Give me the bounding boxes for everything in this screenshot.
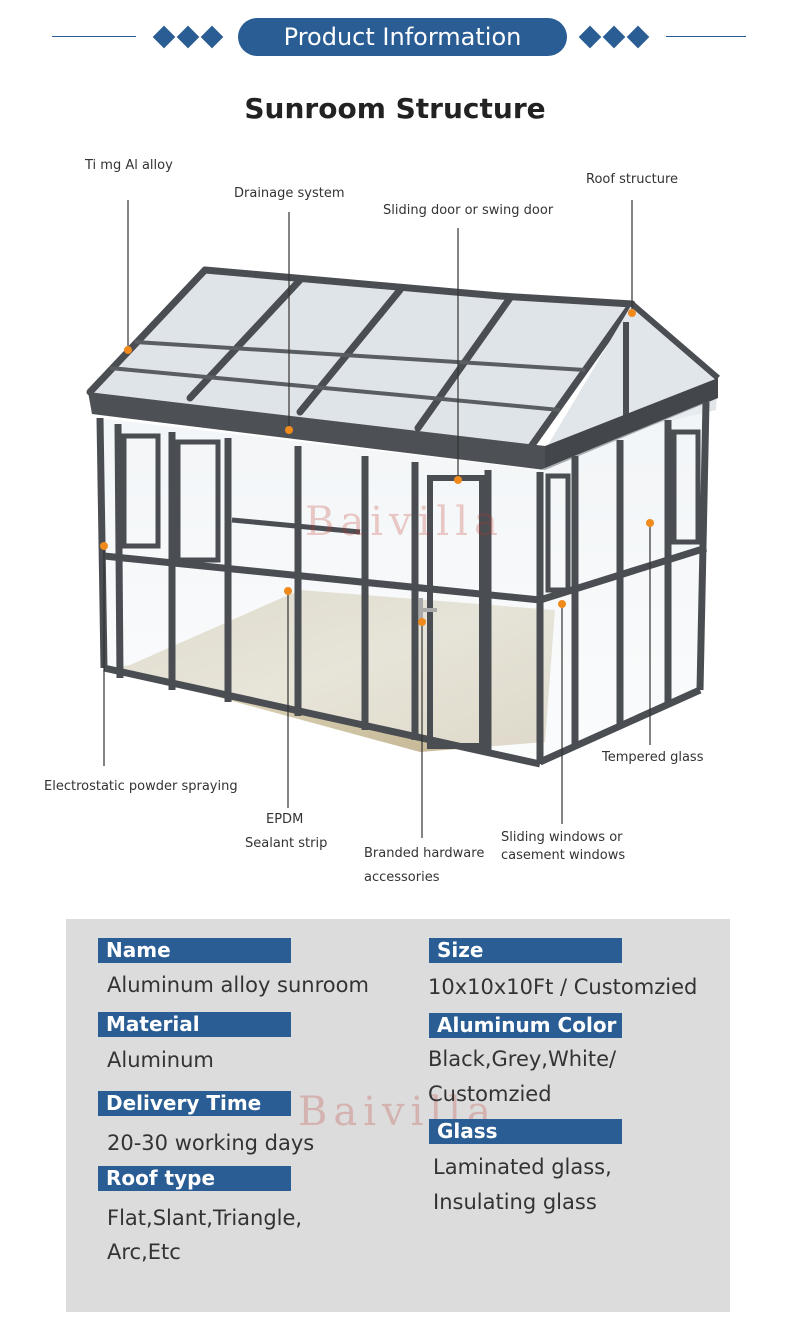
marker-alloy	[124, 346, 132, 354]
spec-size-label: Size	[429, 938, 622, 963]
spec-material-label: Material	[98, 1012, 291, 1037]
roof-cross-bars	[109, 340, 586, 412]
spec-roof-value-line2: Arc,Etc	[107, 1240, 181, 1264]
spec-roof-value-line1: Flat,Slant,Triangle,	[107, 1206, 303, 1230]
section-title: Sunroom Structure	[244, 92, 546, 125]
side-eave	[545, 378, 718, 470]
label-powder: Electrostatic powder spraying	[44, 779, 238, 794]
marker-windows	[558, 600, 566, 608]
spec-material-value: Aluminum	[107, 1048, 214, 1072]
eave-beam	[88, 392, 545, 470]
label-hardware-line1: Branded hardware	[364, 846, 485, 861]
label-windows-line1: Sliding windows or	[501, 830, 623, 845]
spec-delivery-label: Delivery Time	[98, 1091, 291, 1116]
marker-door	[454, 476, 462, 484]
spec-glass-value-line1: Laminated glass,	[433, 1155, 612, 1179]
window-sashes	[121, 433, 361, 563]
leader-lines	[103, 200, 651, 838]
spec-glass-label: Glass	[429, 1119, 622, 1144]
marker-roof	[628, 309, 636, 317]
spec-name-value: Aluminum alloy sunroom	[107, 973, 369, 997]
spec-color-value-line2: Customzied	[428, 1082, 552, 1106]
header-rule-right	[666, 36, 746, 37]
side-window-sashes	[545, 429, 701, 593]
spec-roof-label: Roof type	[98, 1166, 291, 1191]
spec-color-value-line1: Black,Grey,White/	[428, 1047, 617, 1071]
label-windows-line2: casement windows	[501, 848, 626, 863]
spec-color-label: Aluminum Color	[429, 1013, 622, 1038]
sunroom-diagram: Baivilla	[86, 200, 720, 838]
marker-powder	[100, 542, 108, 550]
label-epdm: EPDM	[266, 812, 304, 827]
marker-epdm	[284, 587, 292, 595]
diagram-watermark: Baivilla	[305, 499, 504, 545]
header-rule-left	[52, 36, 136, 37]
label-alloy: Ti mg Al alloy	[85, 158, 173, 173]
door-handle-lever	[419, 608, 437, 612]
label-drainage: Drainage system	[234, 186, 345, 201]
label-tempered: Tempered glass	[602, 750, 704, 765]
specs-panel: Baivilla Name Aluminum alloy sunroom Mat…	[66, 919, 730, 1312]
product-information-banner: Product Information	[238, 18, 567, 56]
label-roof: Roof structure	[586, 172, 679, 187]
label-door: Sliding door or swing door	[383, 203, 554, 218]
marker-hardware	[418, 618, 426, 626]
spec-size-value: 10x10x10Ft / Customzied	[428, 975, 698, 999]
spec-glass-value-line2: Insulating glass	[433, 1190, 597, 1214]
marker-tempered	[646, 519, 654, 527]
gable-frame	[623, 301, 720, 420]
marker-drainage	[285, 426, 293, 434]
marker-dots	[100, 309, 654, 626]
label-sealant: Sealant strip	[245, 836, 328, 851]
spec-delivery-value: 20-30 working days	[107, 1131, 315, 1155]
label-hardware-line2: accessories	[364, 870, 440, 885]
spec-name-label: Name	[98, 938, 291, 963]
